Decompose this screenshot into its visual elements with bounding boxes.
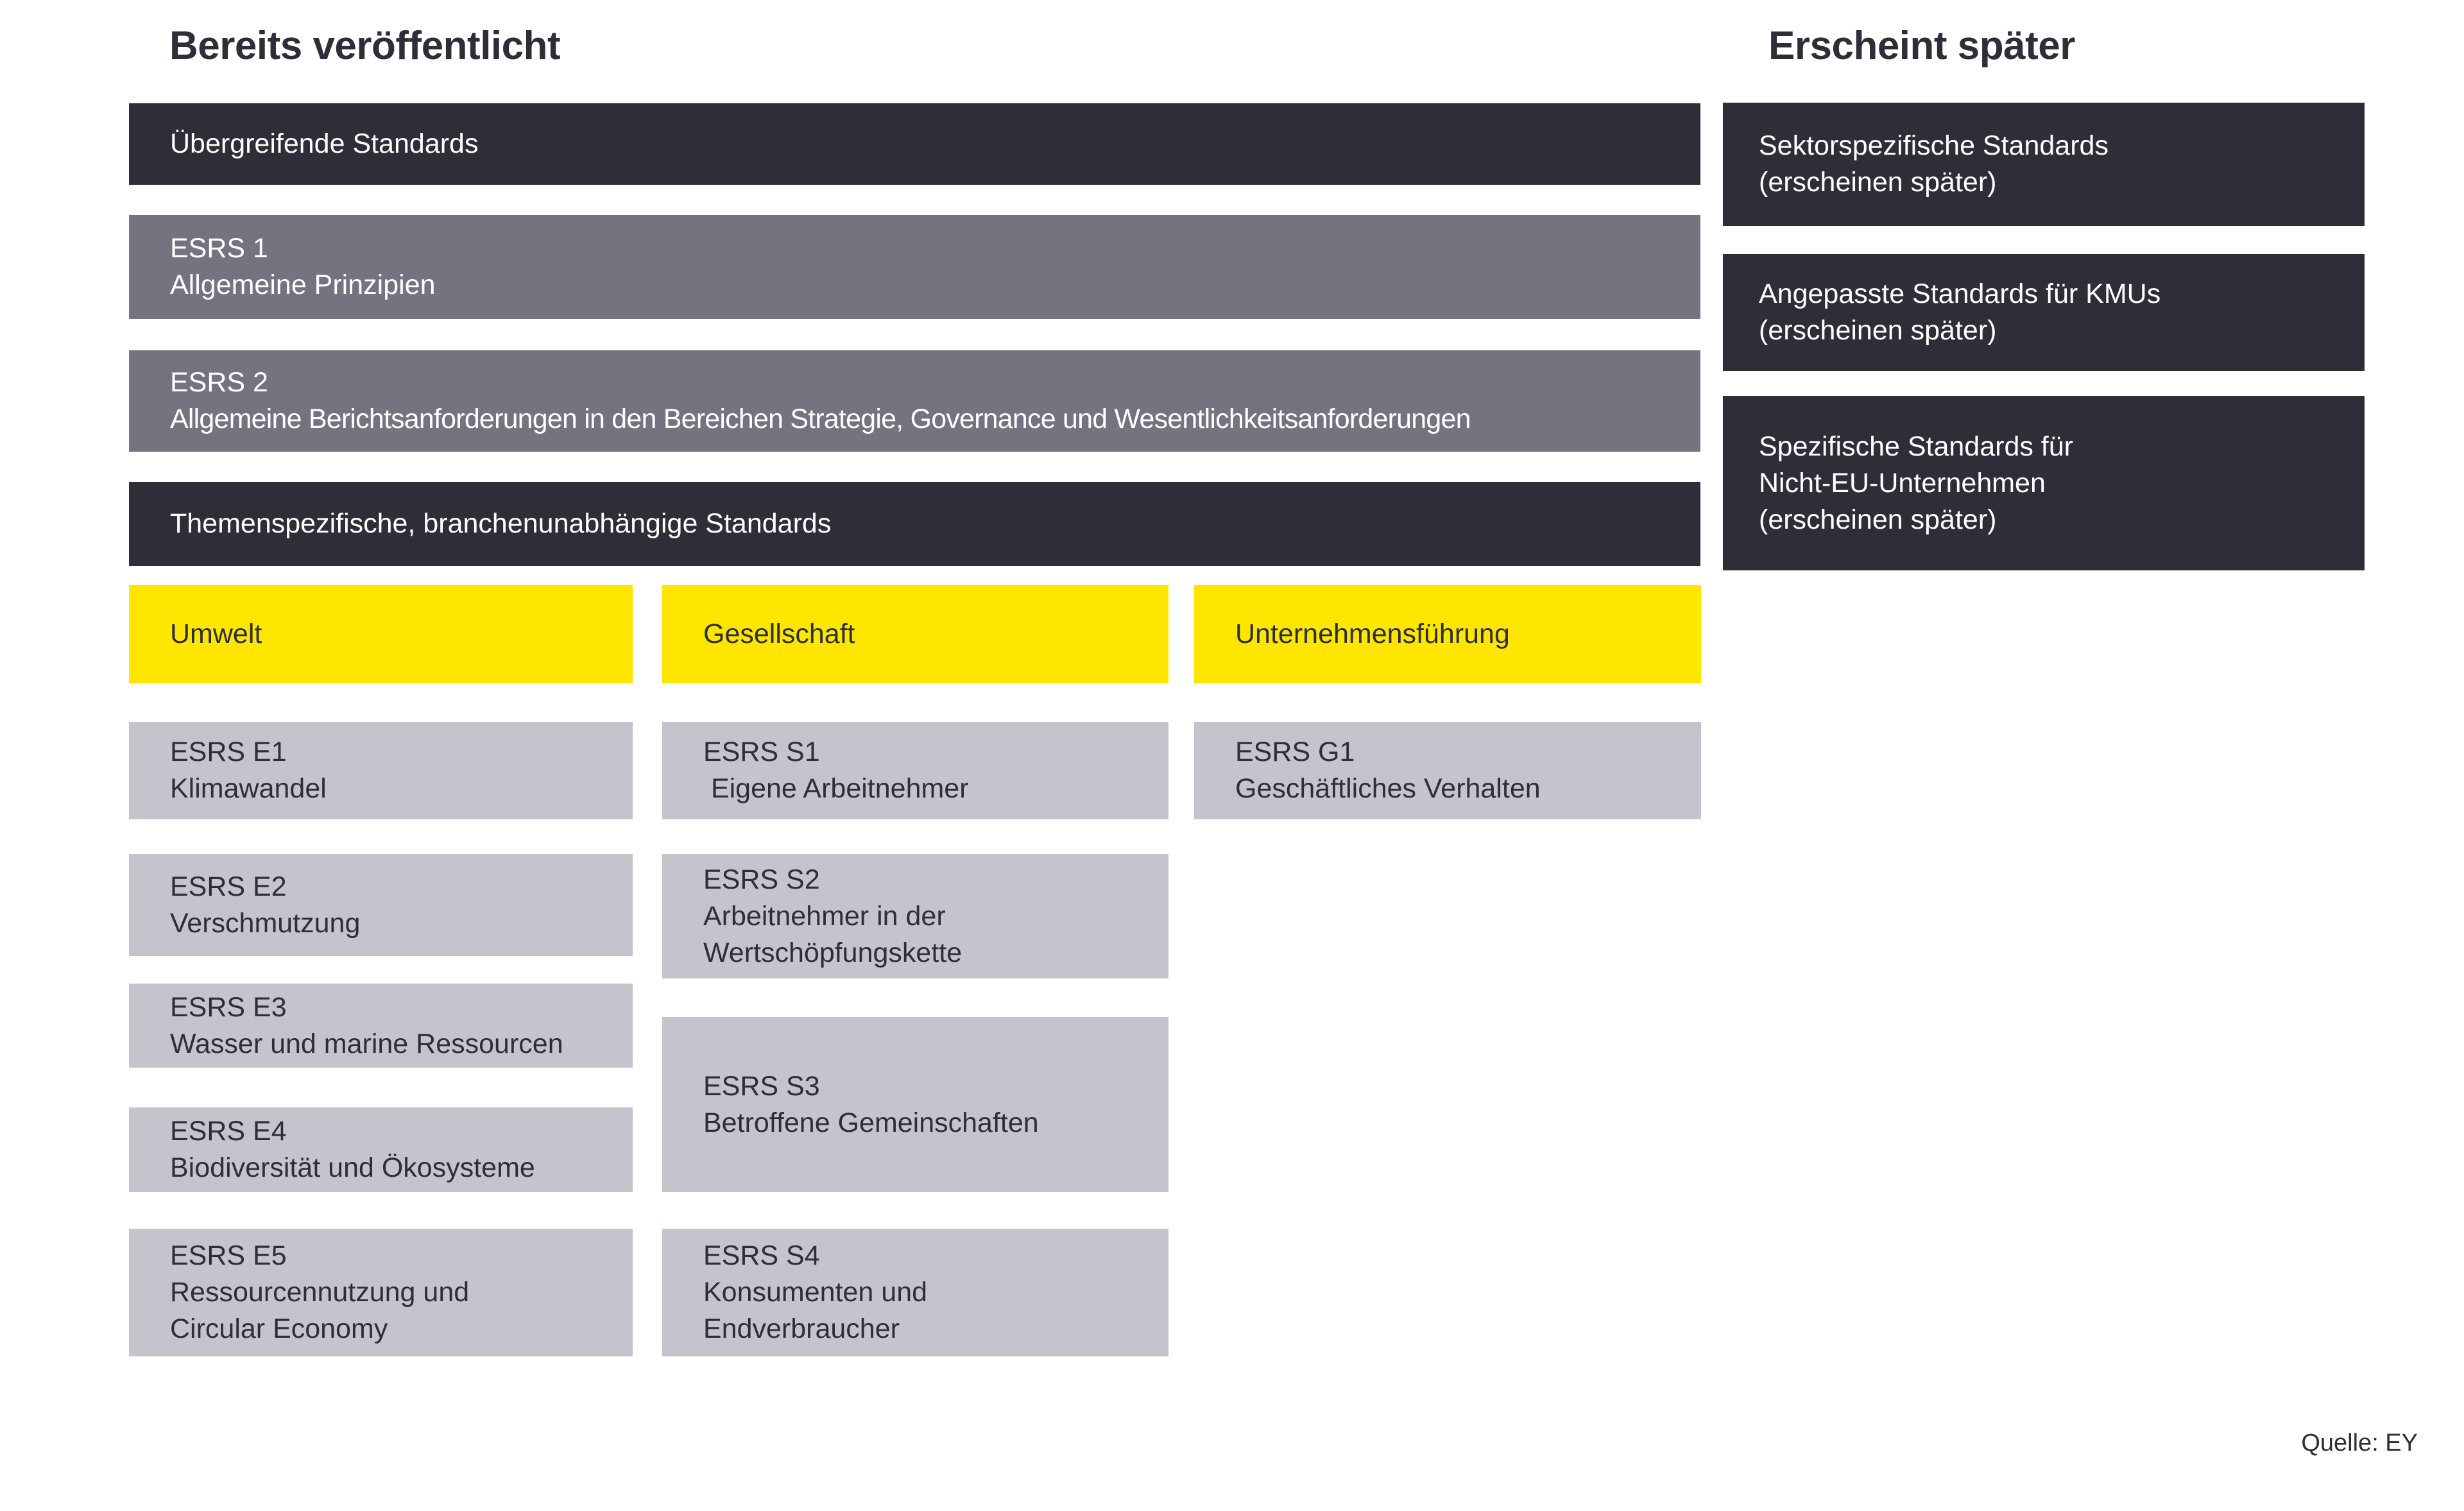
esrs-e1-box: ESRS E1 Klimawandel	[129, 722, 633, 819]
esrs-1-code: ESRS 1	[170, 233, 268, 264]
column-header-unternehmensfuehrung-label: Unternehmensführung	[1235, 619, 1510, 649]
esrs-2-code: ESRS 2	[170, 367, 268, 398]
topic-standards-label: Themenspezifische, branchenunabhängige S…	[170, 508, 832, 539]
esrs-s1-name: Eigene Arbeitnehmer	[703, 773, 969, 804]
column-header-gesellschaft-label: Gesellschaft	[703, 619, 855, 649]
esrs-s2-box: ESRS S2 Arbeitnehmer in der Wertschöpfun…	[662, 854, 1168, 978]
esrs-e5-box: ESRS E5 Ressourcennutzung und Circular E…	[129, 1229, 633, 1356]
esrs-2-name: Allgemeine Berichtsanforderungen in den …	[170, 404, 1471, 434]
esrs-e4-code: ESRS E4	[170, 1116, 287, 1147]
esrs-e5-code: ESRS E5	[170, 1240, 287, 1271]
esrs-e5-name: Ressourcennutzung und Circular Economy	[170, 1277, 470, 1344]
esrs-s1-code: ESRS S1	[703, 737, 820, 767]
column-header-umwelt-label: Umwelt	[170, 619, 262, 649]
esrs-e3-code: ESRS E3	[170, 991, 287, 1023]
esrs-e4-name: Biodiversität und Ökosysteme	[170, 1152, 535, 1183]
esrs-s3-box: ESRS S3 Betroffene Gemeinschaften	[662, 1017, 1168, 1192]
sector-standards-text: Sektorspezifische Standards (erscheinen …	[1759, 130, 2109, 198]
published-section-title: Bereits veröffentlicht	[169, 24, 561, 68]
esrs-s2-code: ESRS S2	[703, 864, 820, 895]
column-header-unternehmensfuehrung: Unternehmensführung	[1194, 585, 1701, 683]
esrs-g1-box: ESRS G1 Geschäftliches Verhalten	[1194, 722, 1701, 819]
overarching-standards-bar: Übergreifende Standards	[129, 103, 1700, 185]
esrs-g1-name: Geschäftliches Verhalten	[1235, 773, 1541, 804]
esrs-e3-name: Wasser und marine Ressourcen	[170, 1028, 563, 1059]
source-note: Quelle: EY	[2301, 1430, 2418, 1456]
esrs-s1-box: ESRS S1 Eigene Arbeitnehmer	[662, 722, 1168, 819]
esrs-e1-code: ESRS E1	[170, 737, 287, 767]
esrs-s4-name: Konsumenten und Endverbraucher	[703, 1277, 928, 1344]
esrs-e1-name: Klimawandel	[170, 773, 327, 804]
esrs-s2-name: Arbeitnehmer in der Wertschöpfungskette	[703, 900, 963, 968]
esrs-s4-code: ESRS S4	[703, 1240, 820, 1271]
esrs-e4-box: ESRS E4 Biodiversität und Ökosysteme	[129, 1107, 633, 1192]
non-eu-standards-text: Spezifische Standards für Nicht-EU-Unter…	[1759, 431, 2073, 535]
topic-standards-bar: Themenspezifische, branchenunabhängige S…	[129, 482, 1700, 566]
esrs-s4-box: ESRS S4 Konsumenten und Endverbraucher	[662, 1229, 1168, 1356]
esrs-1-bar: ESRS 1 Allgemeine Prinzipien	[129, 215, 1700, 319]
overarching-standards-label: Übergreifende Standards	[170, 128, 479, 159]
esrs-2-bar: ESRS 2 Allgemeine Berichtsanforderungen …	[129, 350, 1700, 452]
esrs-s3-name: Betroffene Gemeinschaften	[703, 1107, 1039, 1138]
sector-standards-box: Sektorspezifische Standards (erscheinen …	[1723, 103, 2365, 226]
column-header-umwelt: Umwelt	[129, 585, 633, 683]
non-eu-standards-box: Spezifische Standards für Nicht-EU-Unter…	[1723, 396, 2365, 570]
esrs-1-name: Allgemeine Prinzipien	[170, 269, 436, 300]
esrs-e2-box: ESRS E2 Verschmutzung	[129, 854, 633, 956]
upcoming-section-title: Erscheint später	[1768, 24, 2075, 68]
kmu-standards-text: Angepasste Standards für KMUs (erscheine…	[1759, 278, 2161, 346]
esrs-s3-code: ESRS S3	[703, 1070, 820, 1102]
kmu-standards-box: Angepasste Standards für KMUs (erscheine…	[1723, 254, 2365, 371]
column-header-gesellschaft: Gesellschaft	[662, 585, 1168, 683]
esrs-e2-code: ESRS E2	[170, 871, 287, 902]
esrs-g1-code: ESRS G1	[1235, 737, 1355, 767]
esrs-e2-name: Verschmutzung	[170, 907, 361, 939]
esrs-e3-box: ESRS E3 Wasser und marine Ressourcen	[129, 984, 633, 1068]
